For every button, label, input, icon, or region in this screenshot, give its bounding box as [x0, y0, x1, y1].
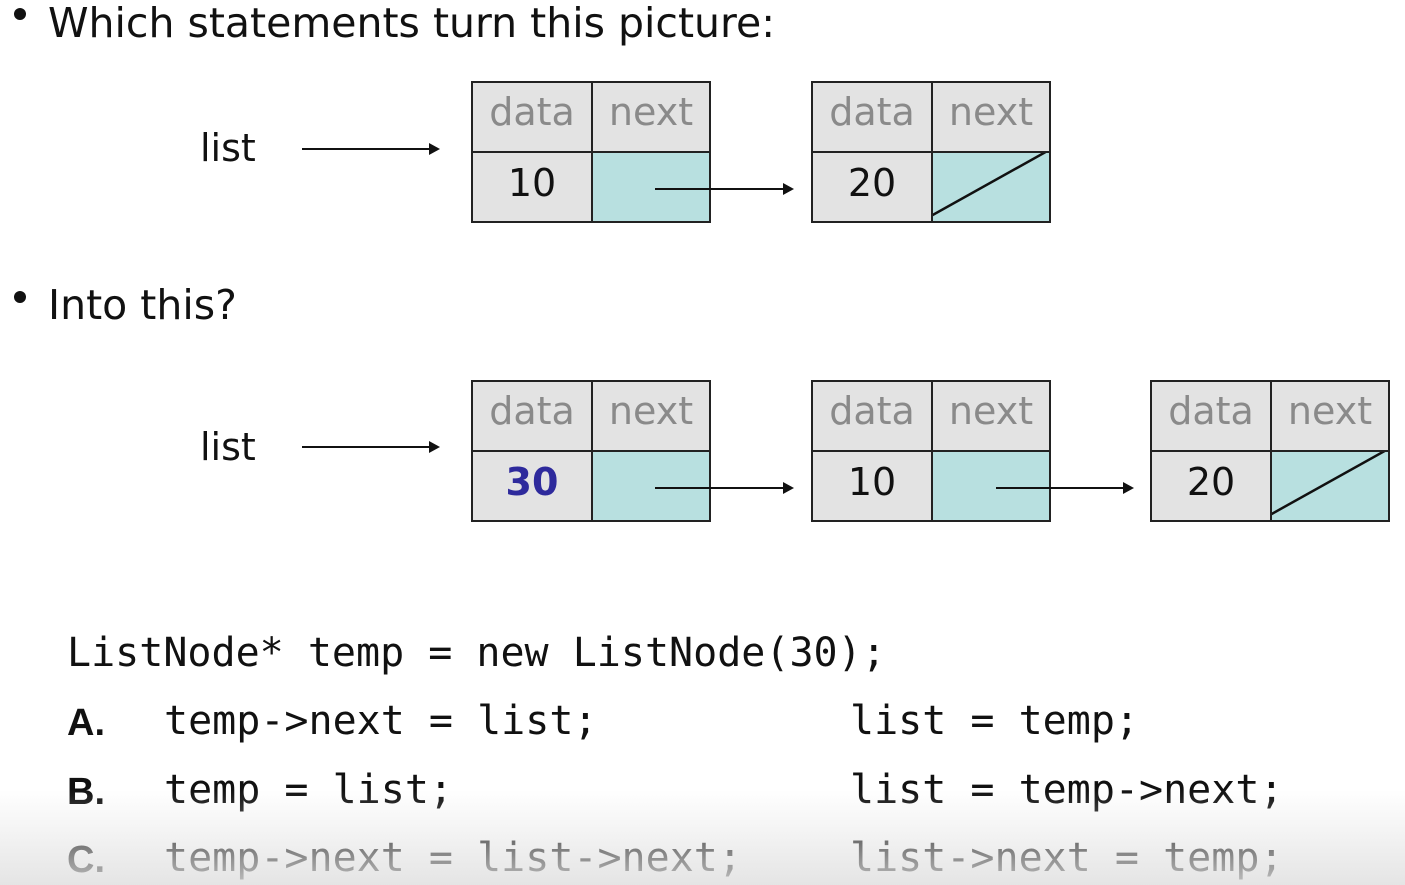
list-arrow-after — [302, 441, 440, 453]
question-2: Into this? — [48, 281, 237, 329]
data-value-new: 30 — [473, 452, 593, 520]
next-header: next — [1272, 382, 1388, 452]
null-pointer-slash — [1272, 452, 1386, 516]
node-after-1: data next 30 — [471, 380, 711, 522]
node-before-1: data next 10 — [471, 81, 711, 223]
list-arrow-before — [302, 143, 440, 155]
code-declaration: ListNode* temp = new ListNode(30); — [67, 630, 886, 676]
next-arrow-after-1 — [655, 482, 794, 494]
option-b-statement-2: list = temp->next; — [850, 767, 1284, 813]
question-1: Which statements turn this picture: — [48, 0, 776, 47]
data-header: data — [1152, 382, 1272, 452]
next-pointer-cell — [1272, 452, 1388, 520]
option-a-letter: A. — [67, 702, 105, 744]
option-a-statement-2: list = temp; — [850, 698, 1139, 744]
bullet-1 — [14, 8, 26, 20]
data-header: data — [813, 382, 933, 452]
data-header: data — [473, 83, 593, 153]
next-header: next — [933, 83, 1049, 153]
next-header: next — [593, 83, 709, 153]
data-value: 20 — [1152, 452, 1272, 520]
next-arrow-after-2 — [996, 482, 1134, 494]
node-after-3: data next 20 — [1150, 380, 1390, 522]
option-b-letter: B. — [67, 771, 105, 813]
data-value: 10 — [813, 452, 933, 520]
next-header: next — [933, 382, 1049, 452]
next-arrow-before-1 — [655, 183, 794, 195]
option-c-statement-1: temp->next = list->next; — [164, 835, 742, 881]
next-pointer-cell — [593, 452, 709, 520]
next-header: next — [593, 382, 709, 452]
data-value: 20 — [813, 153, 933, 221]
node-after-2: data next 10 — [811, 380, 1051, 522]
next-pointer-cell — [933, 153, 1049, 221]
data-header: data — [813, 83, 933, 153]
option-b-statement-1: temp = list; — [164, 767, 453, 813]
list-label-after: list — [200, 425, 256, 469]
option-c-letter: C. — [67, 839, 105, 881]
next-pointer-cell — [933, 452, 1049, 520]
next-pointer-cell — [593, 153, 709, 221]
data-value: 10 — [473, 153, 593, 221]
data-header: data — [473, 382, 593, 452]
option-c-statement-2: list->next = temp; — [850, 835, 1284, 881]
node-before-2: data next 20 — [811, 81, 1051, 223]
list-label-before: list — [200, 126, 256, 170]
bullet-2 — [14, 291, 26, 303]
null-pointer-slash — [933, 153, 1047, 217]
option-a-statement-1: temp->next = list; — [164, 698, 598, 744]
